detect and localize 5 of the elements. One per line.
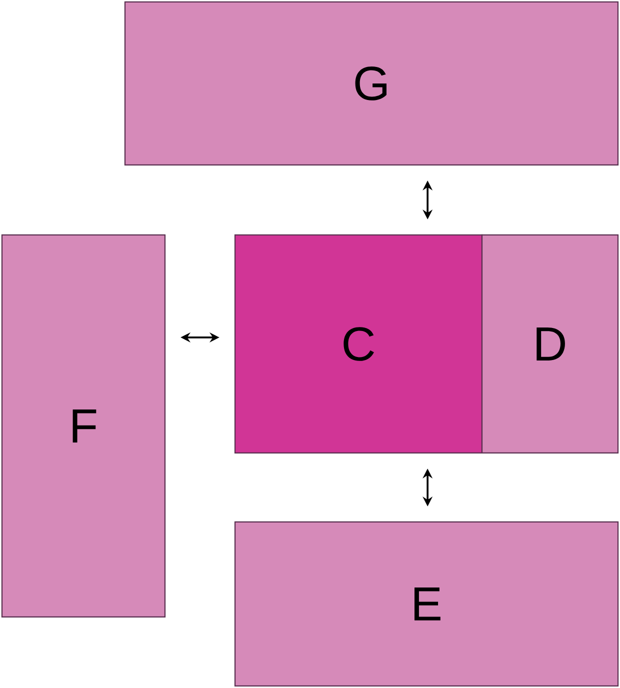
- box: G: [124, 1, 619, 166]
- box: C: [234, 234, 483, 454]
- box: E: [234, 521, 619, 687]
- box: F: [1, 234, 166, 618]
- box: D: [481, 234, 619, 454]
